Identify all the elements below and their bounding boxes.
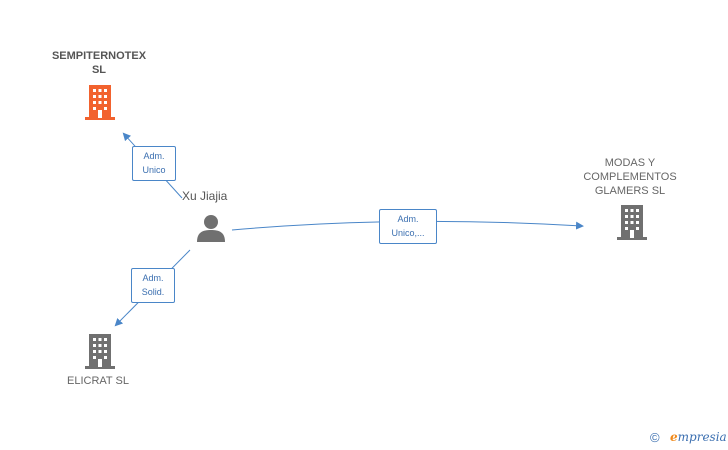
edge-label-sempiternotex[interactable]: Adm. Unico [132,146,176,181]
edge-label-line: Unico,... [391,228,425,238]
edge-label-modas[interactable]: Adm. Unico,... [379,209,437,244]
company-name-line: ELICRAT SL [67,375,129,387]
edge-label-line: Unico [142,165,166,175]
edge-label-line: Adm. [143,151,165,161]
person-label[interactable]: Xu Jiajia [182,189,228,203]
brand-logo: empresia [670,430,727,444]
edge-label-line: Adm. [142,273,164,283]
company-label-sempiternotex[interactable]: SEMPITERNOTEX SL [38,49,160,77]
company-label-modas[interactable]: MODAS Y COMPLEMENTOS GLAMERS SL [570,156,690,198]
brand-text: mpresia [677,430,727,444]
edge-label-line: Adm. [397,214,419,224]
building-icon[interactable] [84,84,116,120]
copyright-icon: © [650,430,660,445]
edge-label-elicrat[interactable]: Adm. Solid. [131,268,175,303]
company-name-line: GLAMERS SL [594,185,666,197]
company-name-line: COMPLEMENTOS [583,171,677,183]
building-icon[interactable] [84,333,116,369]
company-name-line: SL [91,64,107,76]
company-name-line: MODAS Y [604,157,656,169]
person-icon[interactable] [196,213,226,243]
company-label-elicrat[interactable]: ELICRAT SL [48,374,148,388]
brand-initial: e [670,430,678,444]
company-name-line: SEMPITERNOTEX [51,50,147,62]
edge-label-line: Solid. [141,287,165,297]
building-icon[interactable] [616,204,648,240]
